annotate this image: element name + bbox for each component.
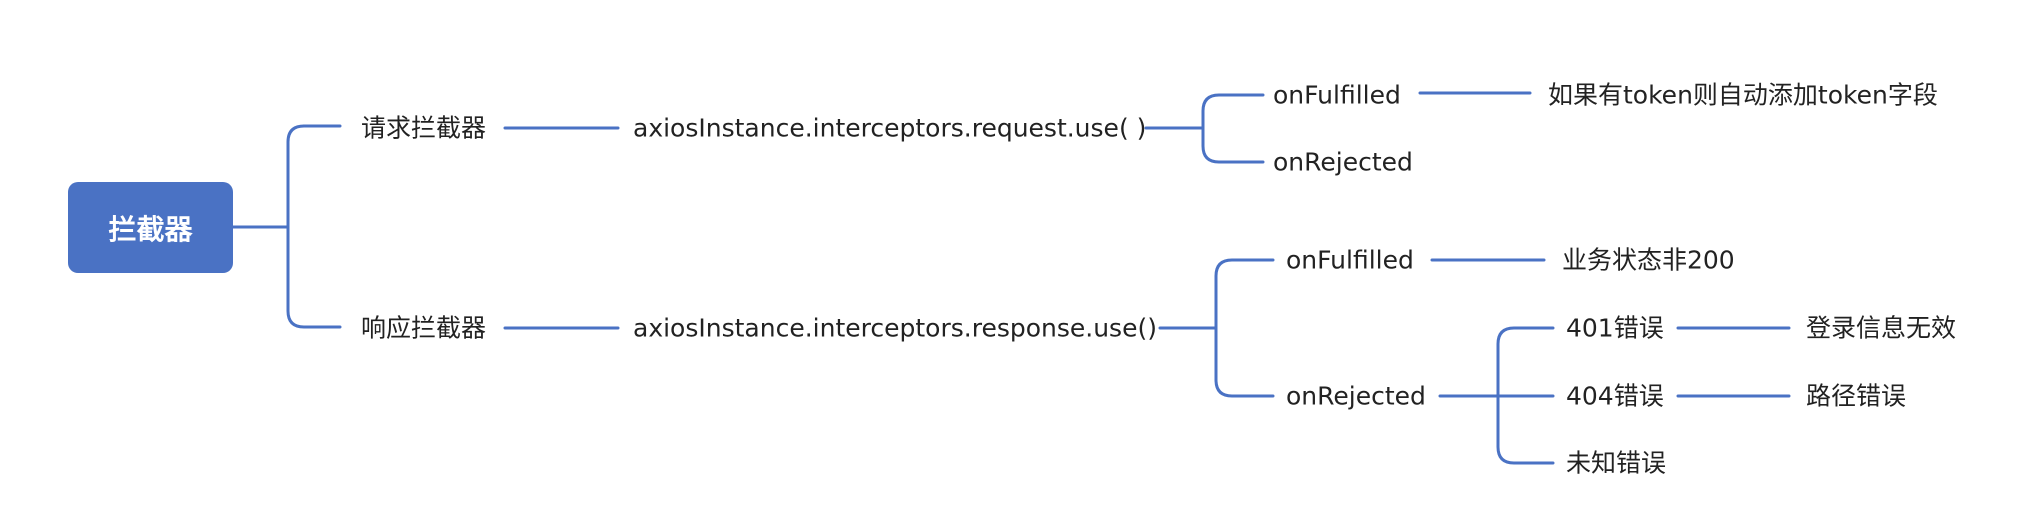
error-401-note-node: 登录信息无效: [1806, 313, 1957, 343]
response-interceptor-node: 响应拦截器: [361, 313, 487, 343]
request-onrejected-node: onRejected: [1273, 147, 1413, 177]
root-node: 拦截器: [68, 182, 233, 273]
error-404-note-node: 路径错误: [1806, 381, 1907, 411]
error-401-node: 401错误: [1566, 313, 1664, 343]
link-response-onfulfilled: [1214, 258, 1275, 330]
response-onrejected-node: onRejected: [1286, 381, 1426, 411]
response-onfulfilled-node: onFulfilled: [1286, 245, 1414, 275]
request-onfulfilled-node: onFulfilled: [1273, 80, 1401, 110]
link-root-request: [286, 124, 306, 229]
link-response-onrejected: [1214, 326, 1275, 398]
response-onfulfilled-note-node: 业务状态非200: [1562, 245, 1735, 275]
response-use-node: axiosInstance.interceptors.response.use(…: [633, 313, 1157, 343]
request-use-node: axiosInstance.interceptors.request.use( …: [633, 113, 1147, 143]
request-interceptor-node: 请求拦截器: [361, 113, 487, 143]
error-unknown-node: 未知错误: [1566, 448, 1667, 478]
link-error-unknown: [1496, 394, 1555, 465]
link-request-onfulfilled: [1201, 93, 1265, 130]
link-request-onrejected: [1201, 126, 1265, 164]
request-onfulfilled-note-node: 如果有token则自动添加token字段: [1548, 80, 1938, 110]
link-error-401: [1496, 326, 1555, 398]
error-404-node: 404错误: [1566, 381, 1664, 411]
link-root-response: [286, 225, 342, 329]
